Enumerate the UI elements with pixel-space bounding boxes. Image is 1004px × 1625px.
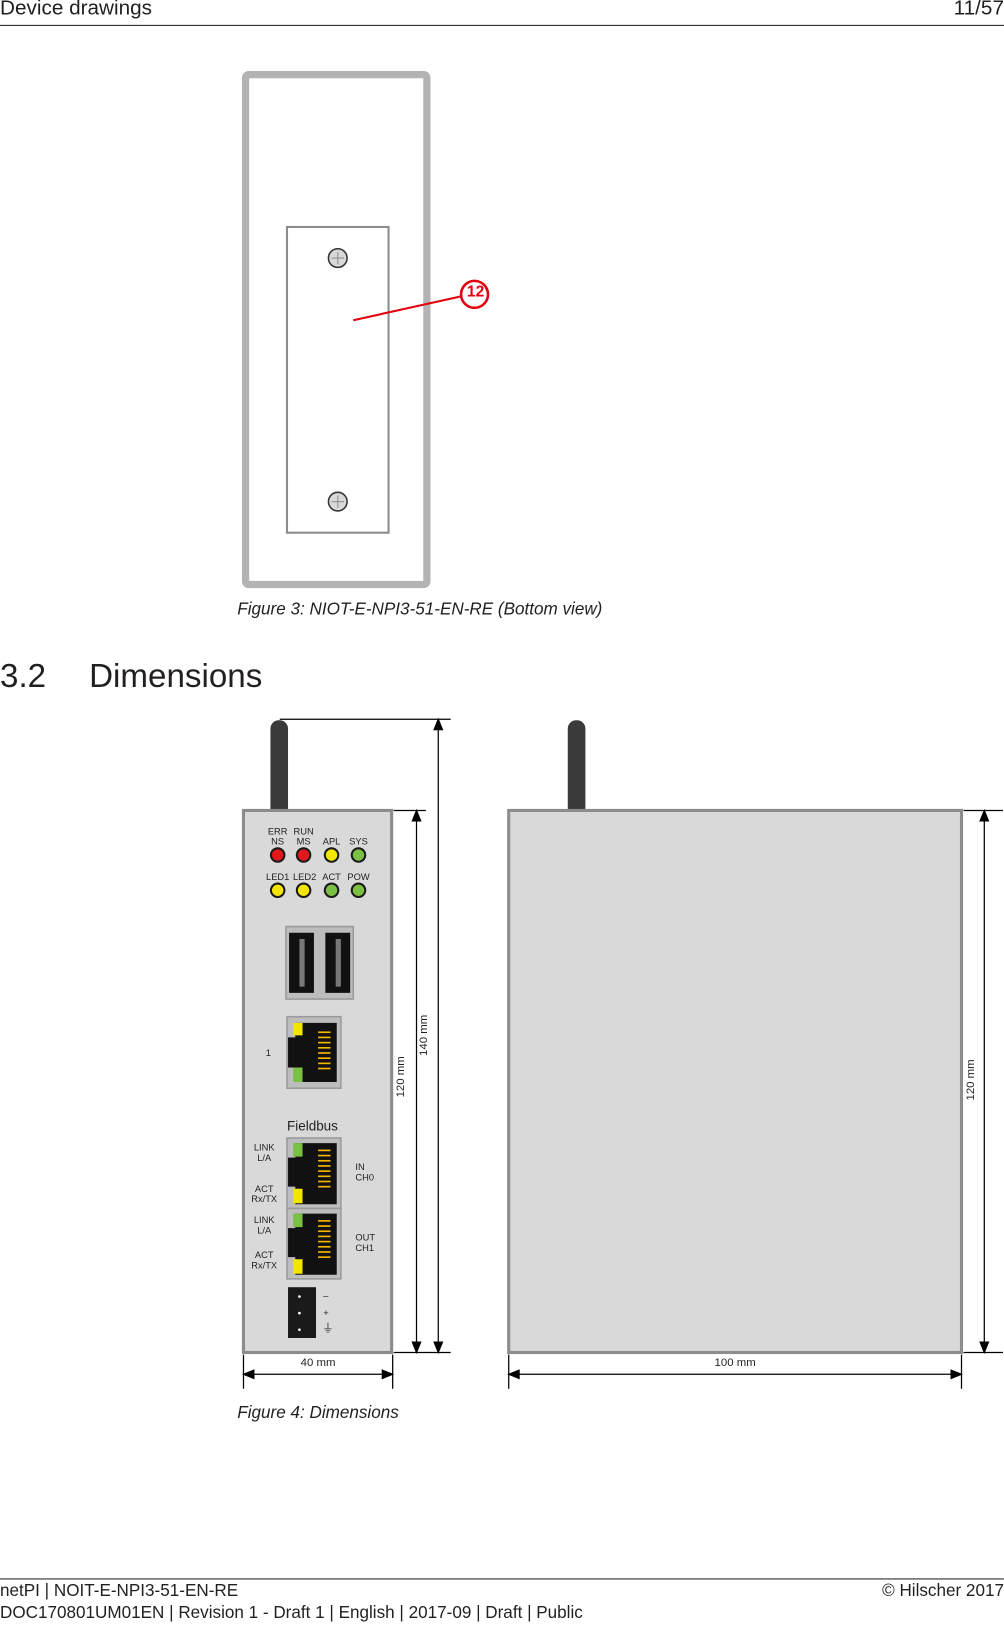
led-label-led2: LED2 bbox=[292, 871, 317, 882]
footer-copyright: © Hilscher 2017 bbox=[882, 1581, 1004, 1601]
front-view-drawing bbox=[241, 717, 451, 1389]
bottom-view-drawing bbox=[241, 70, 490, 589]
dim-side-width: 100 mm bbox=[714, 1356, 756, 1370]
led-label-pow: POW bbox=[347, 871, 370, 882]
screw-icon bbox=[327, 247, 348, 269]
section-title: Dimensions bbox=[89, 657, 263, 695]
fieldbus-port-in-icon bbox=[286, 1137, 342, 1210]
led-label-sys: SYS bbox=[349, 836, 368, 847]
screw-icon bbox=[327, 491, 348, 512]
power-minus-label: – bbox=[323, 1290, 329, 1301]
footer-product: netPI | NOIT-E-NPI3-51-EN-RE bbox=[0, 1581, 239, 1601]
fieldbus-port-out-icon bbox=[286, 1207, 342, 1280]
figure4-caption: Figure 4: Dimensions bbox=[237, 1403, 399, 1422]
header-title: Device drawings bbox=[0, 0, 153, 20]
fieldbus-label: Fieldbus bbox=[286, 1118, 338, 1134]
antenna bbox=[270, 720, 289, 819]
led-label-apl: APL bbox=[322, 836, 341, 847]
callout-leader bbox=[353, 295, 462, 322]
power-plus-label: + bbox=[323, 1307, 329, 1319]
footer-document-info: DOC170801UM01EN | Revision 1 - Draft 1 |… bbox=[0, 1603, 583, 1622]
dim-front-width: 40 mm bbox=[300, 1356, 336, 1370]
dim-front-height-body: 120 mm bbox=[394, 1056, 408, 1098]
section-heading: 3.2 Dimensions bbox=[0, 657, 262, 695]
ethernet-port-icon bbox=[286, 1015, 342, 1089]
section-number: 3.2 bbox=[0, 657, 47, 695]
led-label-act: ACT bbox=[322, 871, 341, 882]
ground-icon: ⏚ bbox=[322, 1322, 334, 1335]
header-rule bbox=[0, 24, 1004, 26]
page-number: 11/57 bbox=[953, 0, 1004, 20]
footer-rule bbox=[0, 1578, 1004, 1580]
dim-side-height: 120 mm bbox=[964, 1059, 978, 1101]
led-label-led1: LED1 bbox=[266, 871, 290, 882]
eth-port-label: 1 bbox=[265, 1047, 271, 1059]
callout-circle bbox=[459, 279, 490, 310]
dim-front-height-total: 140 mm bbox=[417, 1014, 430, 1056]
figure3-caption: Figure 3: NIOT-E-NPI3-51-EN-RE (Bottom v… bbox=[237, 600, 603, 619]
side-view-drawing bbox=[507, 720, 1003, 1389]
power-connector-icon bbox=[288, 1287, 317, 1338]
antenna bbox=[567, 720, 586, 819]
callout-number: 12 bbox=[466, 282, 485, 301]
